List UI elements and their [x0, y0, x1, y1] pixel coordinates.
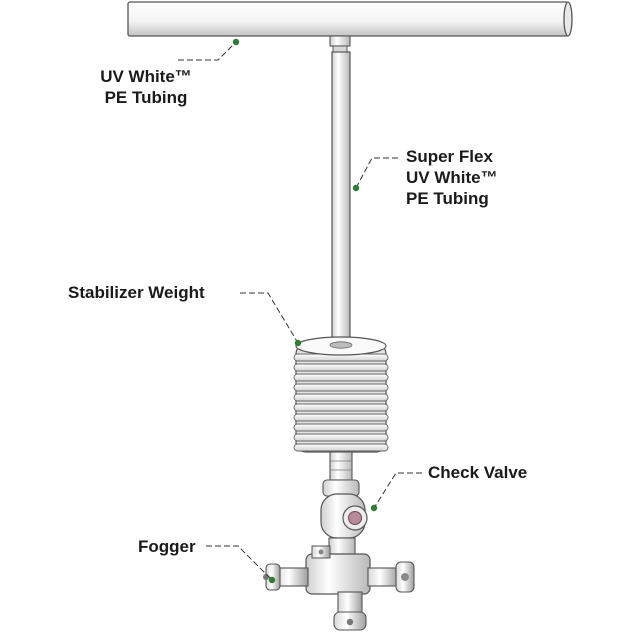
leader-dot [268, 576, 276, 584]
leader-fogger [206, 545, 273, 581]
leader-dot [232, 38, 240, 46]
label-pe-tubing: UV White™ PE Tubing [86, 66, 206, 108]
leader-stabilizer [240, 292, 299, 344]
weight-fin [293, 383, 389, 392]
leader-dots [232, 38, 378, 584]
weight-fin [293, 403, 389, 412]
label-super-flex-line1: Super Flex [406, 147, 493, 166]
weight-fin [293, 443, 389, 452]
leader-check-valve [373, 472, 422, 509]
fogger [263, 545, 415, 631]
pe-tubing-main [127, 1, 573, 37]
label-pe-tubing-line1: UV White™ [100, 67, 192, 86]
leader-dot [370, 504, 378, 512]
weight-fin [293, 373, 389, 382]
weight-fin [293, 423, 389, 432]
super-flex-tube [331, 51, 351, 343]
leader-super-flex [355, 157, 398, 189]
weight-connector [329, 451, 353, 481]
label-pe-tubing-line2: PE Tubing [104, 88, 188, 107]
stabilizer-weight [293, 336, 389, 453]
weight-fin [293, 413, 389, 422]
tee-connector [329, 35, 351, 53]
label-check-valve: Check Valve [428, 463, 528, 482]
label-super-flex: Super Flex UV White™ PE Tubing [406, 146, 498, 209]
check-valve [320, 479, 368, 555]
leader-dot [294, 339, 302, 347]
weight-fin [293, 393, 389, 402]
label-super-flex-line2: UV White™ [406, 168, 498, 187]
label-super-flex-line3: PE Tubing [406, 189, 489, 208]
leader-dot [352, 184, 360, 192]
leader-lines [178, 41, 422, 581]
label-stabilizer-weight: Stabilizer Weight [68, 283, 205, 302]
weight-fin [293, 363, 389, 372]
label-fogger: Fogger [138, 537, 196, 556]
leader-pe-tubing [178, 41, 237, 61]
weight-fin [293, 433, 389, 442]
